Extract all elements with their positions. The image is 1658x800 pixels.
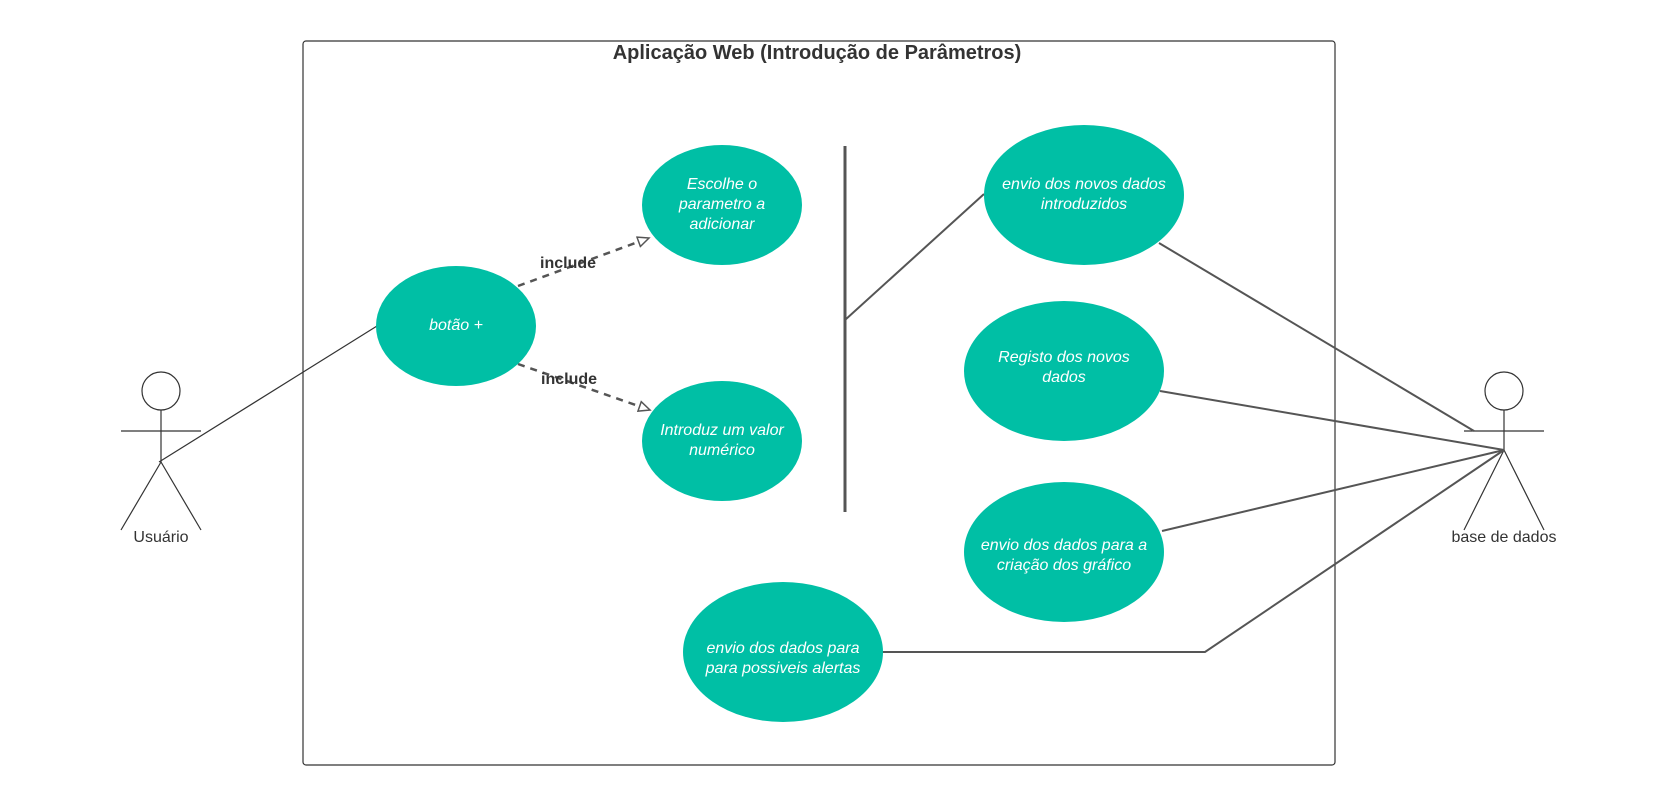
actor-database-figure[interactable] — [1463, 371, 1545, 531]
system-boundary — [302, 40, 1336, 766]
association-envio-novos-db — [1158, 242, 1475, 432]
association-separator-envio-novos — [844, 193, 985, 321]
use-case-escolhe[interactable] — [642, 145, 802, 265]
actor-user-figure[interactable] — [120, 371, 202, 531]
include-arrow-escolhe — [517, 238, 649, 288]
include-label-bottom: include — [541, 371, 598, 388]
include-label-top: include — [540, 255, 597, 272]
association-registo-db — [1159, 390, 1505, 451]
association-alertas-db — [882, 449, 1505, 653]
use-case-envio-graficos[interactable] — [964, 482, 1164, 622]
system-title: Aplicação Web (Introdução de Parâmetros) — [612, 42, 1022, 64]
use-case-registo[interactable] — [964, 301, 1164, 441]
association-graficos-db — [1161, 449, 1505, 532]
use-case-envio-alertas[interactable] — [683, 582, 883, 722]
use-case-botao[interactable] — [376, 266, 536, 386]
use-case-introduz[interactable] — [642, 381, 802, 501]
association-user-botao — [158, 325, 378, 463]
actor-user-label: Usuário — [133, 529, 189, 546]
actor-database-label: base de dados — [1451, 529, 1557, 546]
include-arrow-introduz — [517, 362, 650, 410]
use-case-envio-novos[interactable] — [984, 125, 1184, 265]
